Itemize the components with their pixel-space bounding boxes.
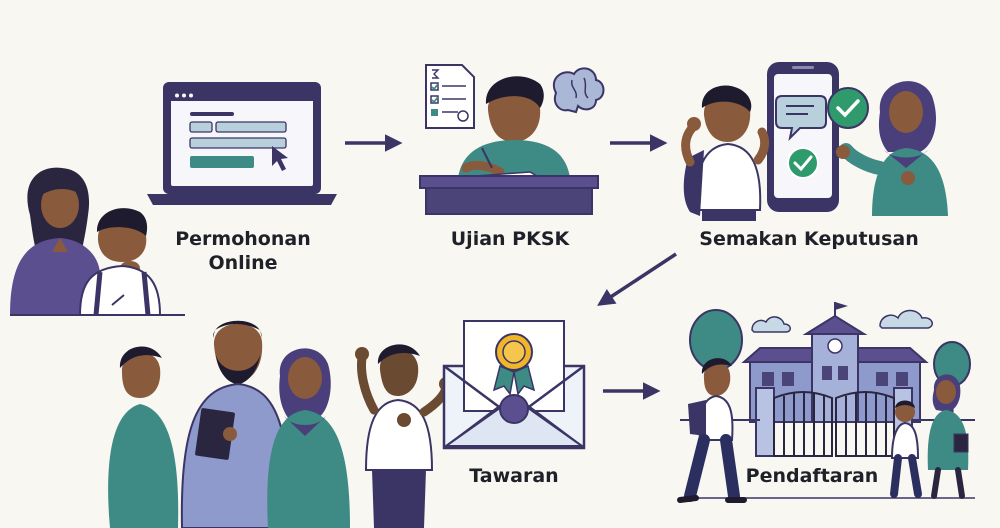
school-gate [680,387,975,499]
brain-icon [553,67,605,114]
boy-figure [10,208,185,316]
step-label-exam: Ujian PKSK [450,228,570,250]
cheering-boy-figure [681,85,770,221]
envelope-icon [442,320,586,450]
desk [419,175,599,215]
award-seal-icon [492,333,536,396]
walking-boy-figure [677,358,747,503]
exam-paper-icon [425,64,475,129]
step-exam [419,64,605,215]
step-label-online-application: Permohonan Online [168,227,318,275]
clouds [751,309,933,333]
step-label-line-1: Permohonan [175,228,311,250]
check-circle-icon [827,87,869,129]
step-label-offer: Tawaran [469,465,559,487]
step-label-line-2: Online [208,252,278,274]
smartphone-icon [767,62,839,212]
step-online-application [10,82,337,316]
step-registration [677,302,975,503]
small-child-figure [890,400,922,498]
flow-arrow-3 [597,252,677,306]
step-label-results: Semakan Keputusan [699,228,919,250]
step-label-registration: Pendaftaran [745,465,879,487]
mother-figure [10,167,140,315]
family-group [108,320,453,528]
step-results [681,62,948,221]
woman-hijab-figure [836,81,948,216]
trees [689,309,971,420]
laptop-icon [147,82,337,205]
walking-woman-figure [927,374,969,499]
step-offer [108,320,586,528]
